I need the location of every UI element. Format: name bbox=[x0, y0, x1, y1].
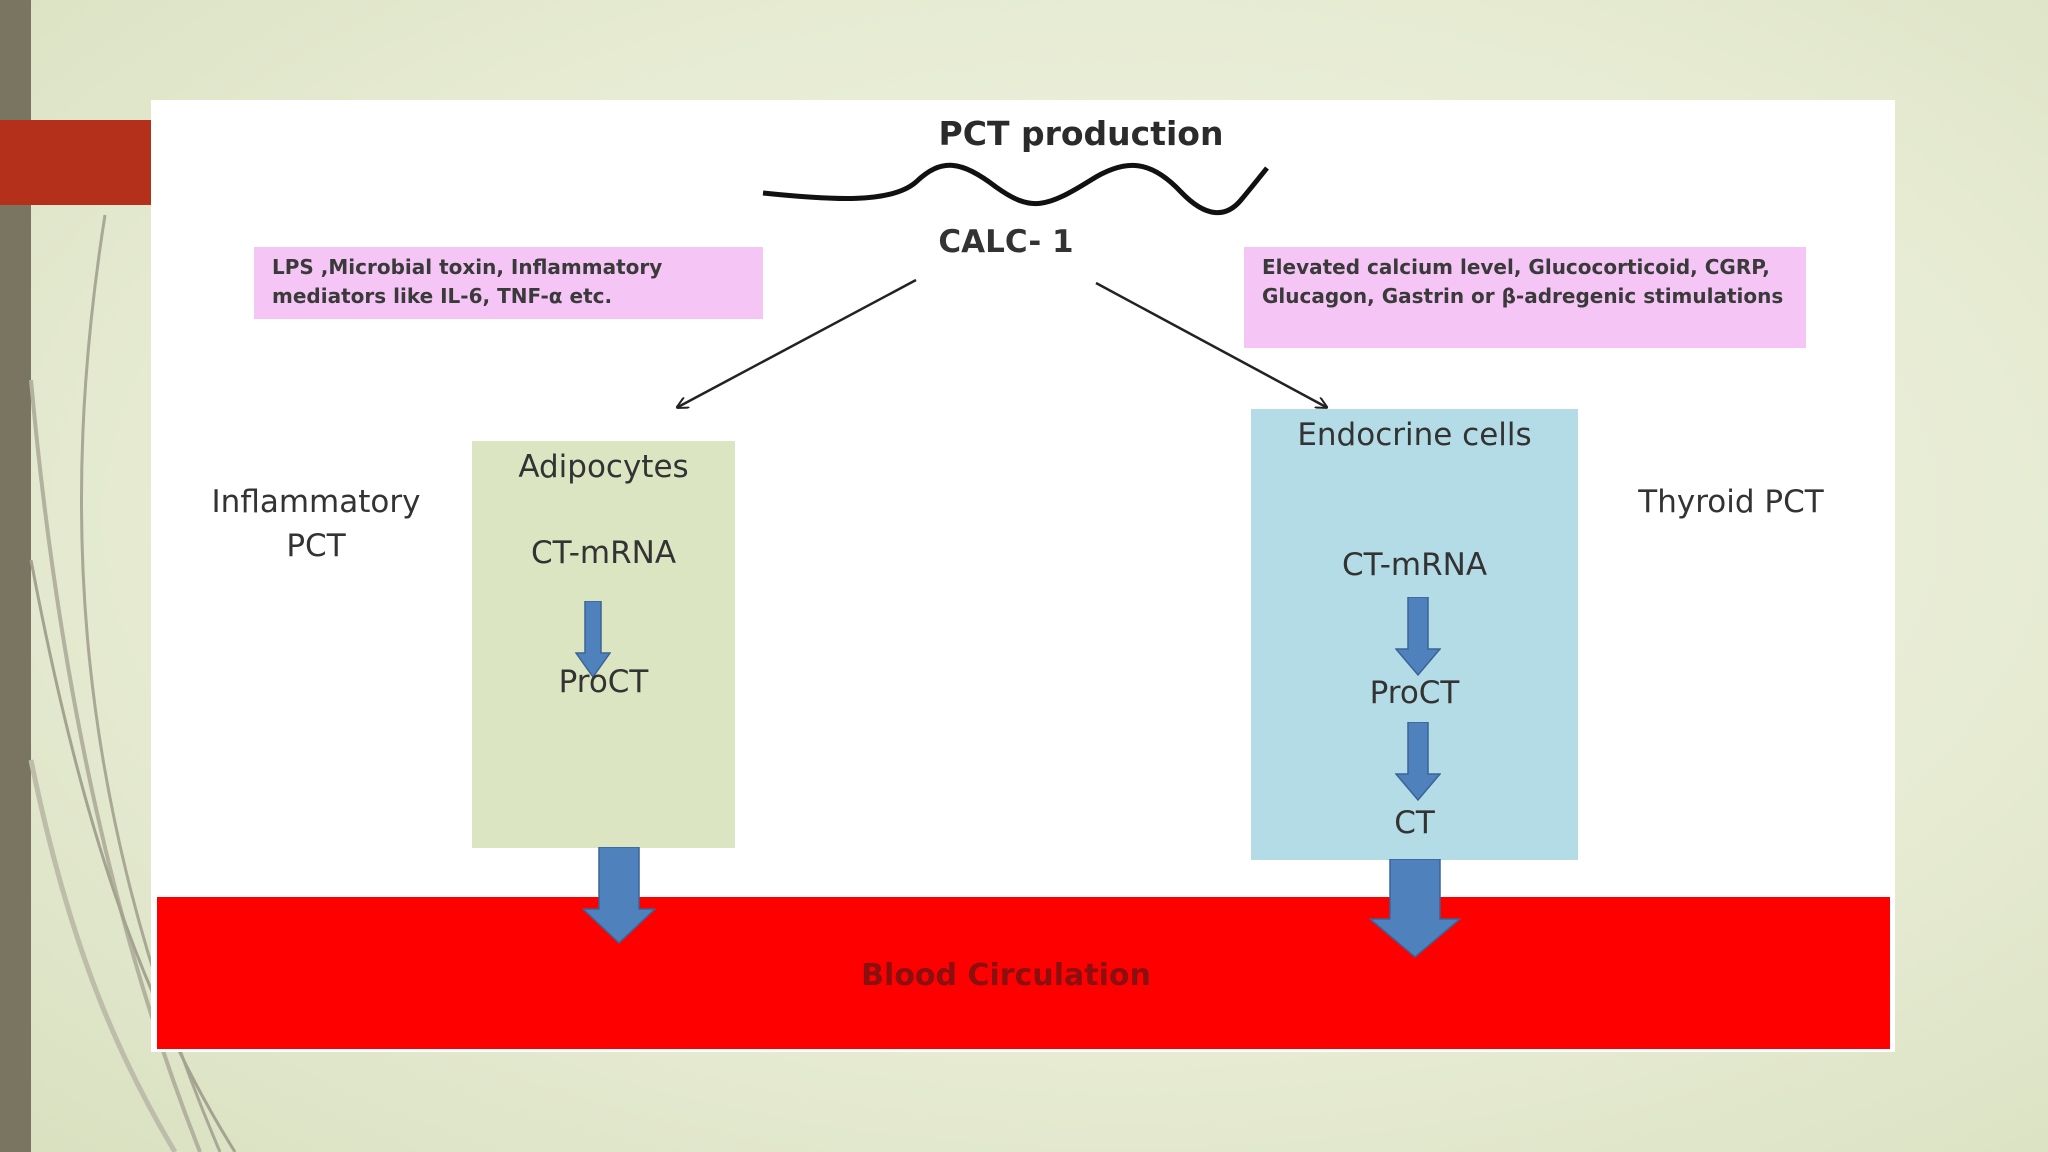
accent-red-tab bbox=[0, 120, 152, 205]
inflammatory-stimuli-box: LPS ,Microbial toxin, Inflammatory media… bbox=[254, 247, 763, 319]
down-arrow-icon bbox=[1395, 722, 1441, 802]
adipocytes-ct-mrna: CT-mRNA bbox=[530, 535, 677, 571]
inflammatory-pct-label: Inflammatory PCT bbox=[211, 484, 421, 564]
endocrine-ct: CT bbox=[1394, 805, 1435, 841]
gene-wave bbox=[762, 162, 1269, 216]
adipocytes-to-blood-arrow-icon bbox=[582, 847, 656, 945]
thyroid-pct-label: Thyroid PCT bbox=[1638, 484, 1824, 520]
connector-graphics bbox=[151, 162, 1895, 1052]
endocrine-cells-box: Endocrine cells CT-mRNA ProCT CT bbox=[1251, 409, 1578, 860]
thyroid-stimuli-box: Elevated calcium level, Glucocorticoid, … bbox=[1244, 247, 1806, 348]
diagram-title: PCT production bbox=[938, 114, 1224, 153]
arrow-to-adipocytes bbox=[678, 278, 917, 407]
diagram-panel: PCT production CALC- 1 LPS ,Microbial to… bbox=[151, 100, 1895, 1052]
down-arrow-icon bbox=[1395, 597, 1441, 677]
blood-circulation-label: Blood Circulation bbox=[861, 958, 1151, 993]
gene-label: CALC- 1 bbox=[938, 224, 1074, 260]
down-arrow-icon bbox=[575, 601, 611, 679]
endocrine-title: Endocrine cells bbox=[1297, 417, 1532, 453]
endocrine-ct-mrna: CT-mRNA bbox=[1341, 547, 1488, 583]
arrow-to-endocrine bbox=[1095, 281, 1326, 407]
adipocytes-procт: ProCT bbox=[558, 664, 649, 700]
endocrine-to-blood-arrow-icon bbox=[1369, 859, 1461, 958]
endocrine-procт: ProCT bbox=[1369, 675, 1460, 711]
blood-circulation-band bbox=[157, 897, 1890, 1049]
adipocytes-box: Adipocytes CT-mRNA ProCT bbox=[472, 441, 735, 848]
adipocytes-title: Adipocytes bbox=[518, 449, 689, 485]
